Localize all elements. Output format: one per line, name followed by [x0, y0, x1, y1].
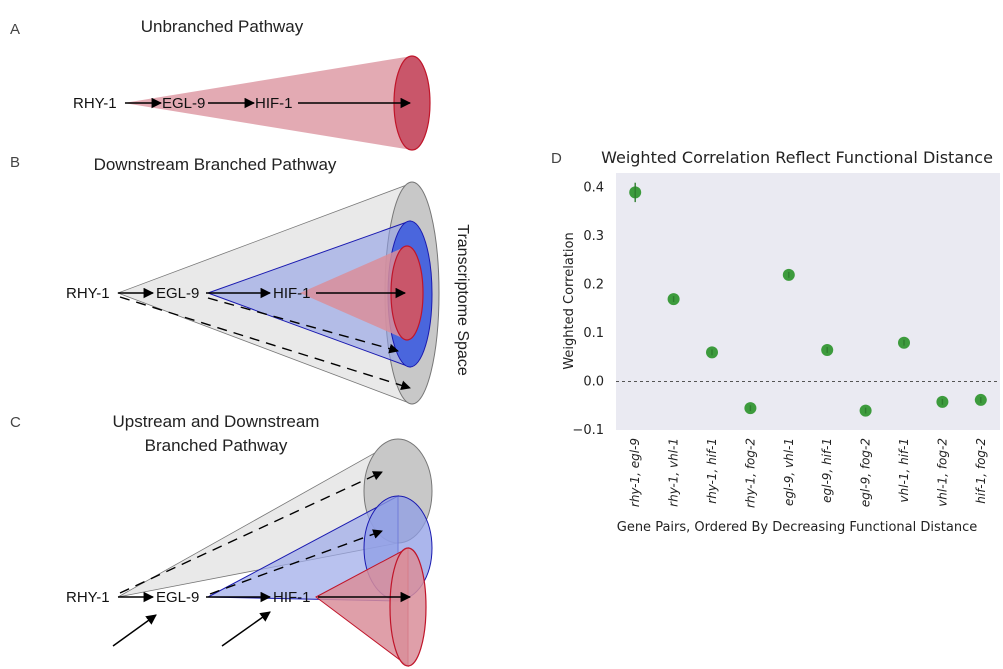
panel-a: A Unbranched Pathway RHY-1 EGL-9 HIF-1 [10, 17, 431, 151]
y-tick-label: 0.1 [583, 326, 604, 341]
dashed-arrow-rhy1-branch [119, 471, 383, 594]
x-tick-label: rhy-1, vhl-1 [667, 438, 681, 507]
panel-a-title: Unbranched Pathway [141, 17, 304, 36]
panel-c-label: C [10, 414, 21, 431]
node-rhy1: RHY-1 [66, 589, 110, 606]
node-rhy1: RHY-1 [66, 285, 110, 302]
x-tick-label: egl-9, fog-2 [859, 438, 873, 507]
hif1-response-cone [124, 56, 412, 150]
panel-b: B Downstream Branched Pathway RHY-1 EGL-… [10, 154, 471, 405]
node-egl9: EGL-9 [156, 285, 199, 302]
y-tick-label: 0.2 [583, 278, 604, 293]
panel-d-chart: D Weighted Correlation Reflect Functiona… [551, 148, 1000, 535]
node-hif1: HIF-1 [273, 589, 311, 606]
x-tick-label: rhy-1, hif-1 [705, 438, 719, 504]
x-tick-label: rhy-1, fog-2 [743, 438, 757, 508]
node-rhy1: RHY-1 [73, 95, 117, 112]
chart-title: Weighted Correlation Reflect Functional … [601, 148, 993, 167]
panel-d-label: D [551, 150, 562, 167]
panel-a-label: A [10, 21, 20, 38]
x-tick-label: hif-1, fog-2 [974, 438, 988, 504]
x-axis-label: Gene Pairs, Ordered By Decreasing Functi… [617, 520, 977, 535]
plot-area [616, 173, 1000, 430]
hif1-cone-base [389, 547, 427, 667]
panel-b-label: B [10, 154, 20, 171]
x-tick-label: vhl-1, fog-2 [935, 438, 949, 507]
transcriptome-space-label: Transcriptome Space [454, 224, 471, 376]
y-tick-label: −0.1 [572, 423, 604, 438]
panel-b-title: Downstream Branched Pathway [94, 155, 337, 174]
x-tick-label: egl-9, vhl-1 [782, 438, 796, 506]
y-tick-label: 0.4 [583, 181, 604, 196]
x-tick-label: vhl-1, hif-1 [897, 438, 911, 503]
node-hif1: HIF-1 [273, 285, 311, 302]
y-tick-label: 0.0 [583, 375, 604, 390]
x-tick-label: egl-9, hif-1 [820, 438, 834, 503]
x-tick-label: rhy-1, egl-9 [628, 438, 642, 507]
dashed-arrow-egl9-branch [209, 529, 383, 595]
upstream-input-arrow-egl9 [112, 614, 157, 647]
upstream-input-arrow-hif1 [221, 611, 271, 647]
panel-c-title-line2: Branched Pathway [145, 436, 288, 455]
panel-c-title-line1: Upstream and Downstream [113, 412, 320, 431]
node-egl9: EGL-9 [156, 589, 199, 606]
panel-c: C Upstream and Downstream Branched Pathw… [10, 412, 433, 667]
node-egl9: EGL-9 [162, 95, 205, 112]
node-hif1: HIF-1 [255, 95, 293, 112]
y-tick-label: 0.3 [583, 229, 604, 244]
y-axis-label: Weighted Correlation [562, 232, 577, 369]
